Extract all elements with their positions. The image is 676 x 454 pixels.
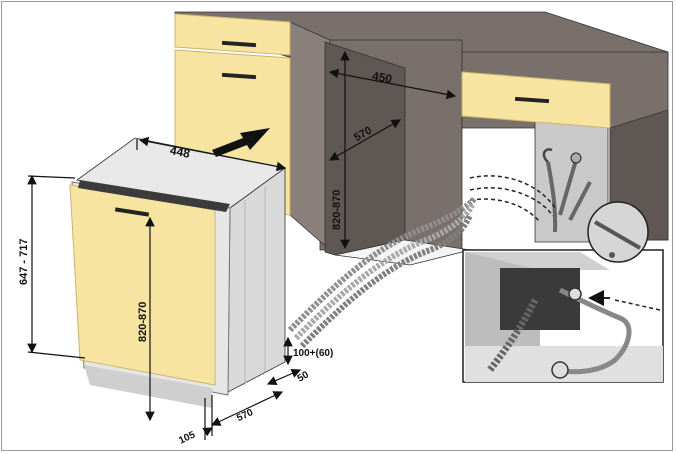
drawer-bottom-handle xyxy=(221,72,257,80)
inlet-valve-icon xyxy=(568,287,582,301)
dashed-path-1 xyxy=(469,175,556,209)
control-strip xyxy=(78,180,230,212)
dim-line-dishwasher-width xyxy=(138,136,287,172)
label-bottom-offset: 105 xyxy=(177,429,197,446)
drain-hose-icon xyxy=(487,298,539,373)
label-dishwasher-width: 448 xyxy=(169,143,192,161)
hose-3 xyxy=(299,213,473,349)
dim-line-cabinet-width xyxy=(328,68,457,100)
connection-detail-inset xyxy=(462,201,664,383)
label-cabinet-height: 820-870 xyxy=(331,190,343,230)
right-drawer-handle xyxy=(514,96,550,104)
dashed-path-2 xyxy=(469,187,554,217)
panel-handle xyxy=(114,207,150,217)
water-pipe-1 xyxy=(546,161,558,233)
dimension-labels: 450 570 820-870 448 647 - 717 820-870 10… xyxy=(18,69,393,447)
inset-appliance-top xyxy=(465,252,610,270)
dim-line-bottom-offset xyxy=(202,427,214,437)
drawer-top-front xyxy=(174,13,291,56)
dim-ext-bottom xyxy=(27,351,86,359)
dimension-lines xyxy=(27,50,457,440)
dishwasher xyxy=(69,137,286,408)
magnifier-pipe xyxy=(593,220,642,250)
floor-hoses xyxy=(287,196,478,349)
label-plinth-height: 100+(60) xyxy=(293,348,333,359)
label-bottom-depth: 570 xyxy=(235,407,255,424)
dim-ext-top xyxy=(27,175,76,179)
niche-pipes xyxy=(469,148,592,233)
hose-1 xyxy=(287,196,478,333)
dim-line-plinth-depth xyxy=(266,368,302,386)
label-panel-height: 820-870 xyxy=(137,302,149,342)
inset-appliance-inner xyxy=(500,268,580,330)
left-cabinet-side xyxy=(289,21,331,251)
dim-line-bottom-depth xyxy=(210,391,284,426)
hose-2 xyxy=(293,203,475,341)
pipe-hook xyxy=(542,148,553,163)
label-plinth-depth: 50 xyxy=(296,369,312,384)
drawer-top-handle xyxy=(221,40,257,48)
pipe-valve xyxy=(570,152,582,164)
inset-dashed-line xyxy=(614,299,661,311)
label-dishwasher-height: 647 - 717 xyxy=(18,239,30,285)
water-pipe-2 xyxy=(558,159,578,216)
magnifier-drops xyxy=(609,252,615,258)
water-pipe-3 xyxy=(568,181,592,221)
label-cabinet-width: 450 xyxy=(371,69,393,86)
dashed-path-3 xyxy=(469,198,541,223)
tap-valve-icon xyxy=(551,361,569,379)
magnifier-icon xyxy=(587,201,649,263)
